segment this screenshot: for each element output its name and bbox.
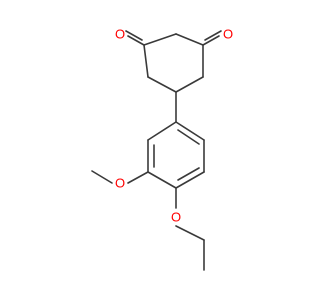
ketone-oxygen-right-label: O [223, 27, 233, 42]
aryl-bond-1 [175, 121, 205, 141]
molecule-diagram: O O O O [91, 27, 233, 271]
aryl-bond-6 [147, 121, 177, 141]
ketone-right-bond-a [202, 35, 220, 46]
ketone-right-bond-b [204, 30, 222, 41]
ring-bond-c6-c1 [143, 44, 149, 78]
ketone-left-bond-a [127, 35, 145, 46]
ethoxy-oxygen-label: O [171, 210, 181, 225]
methoxy-bond-ring-o [127, 171, 149, 184]
methoxy-oxygen-label: O [115, 176, 125, 191]
ethoxy-bond-o-ch2 [175, 225, 205, 241]
aryl-bond-4 [147, 171, 177, 189]
ring-bond-c5-c6 [147, 76, 177, 93]
structure-canvas: O O O O [91, 27, 233, 271]
ring-bond-c2-c3 [175, 33, 204, 46]
ketone-left-bond-b [125, 30, 143, 41]
methoxy-bond-o-ch3 [91, 170, 113, 184]
ketone-oxygen-left-label: O [115, 27, 125, 42]
aryl-bond-1-inner [177, 129, 200, 145]
ring-bond-c4-c5 [175, 76, 204, 93]
aryl-bond-3 [175, 171, 205, 189]
ring-bond-c1-c2 [143, 33, 177, 46]
aryl-bond-3-inner [177, 167, 200, 181]
